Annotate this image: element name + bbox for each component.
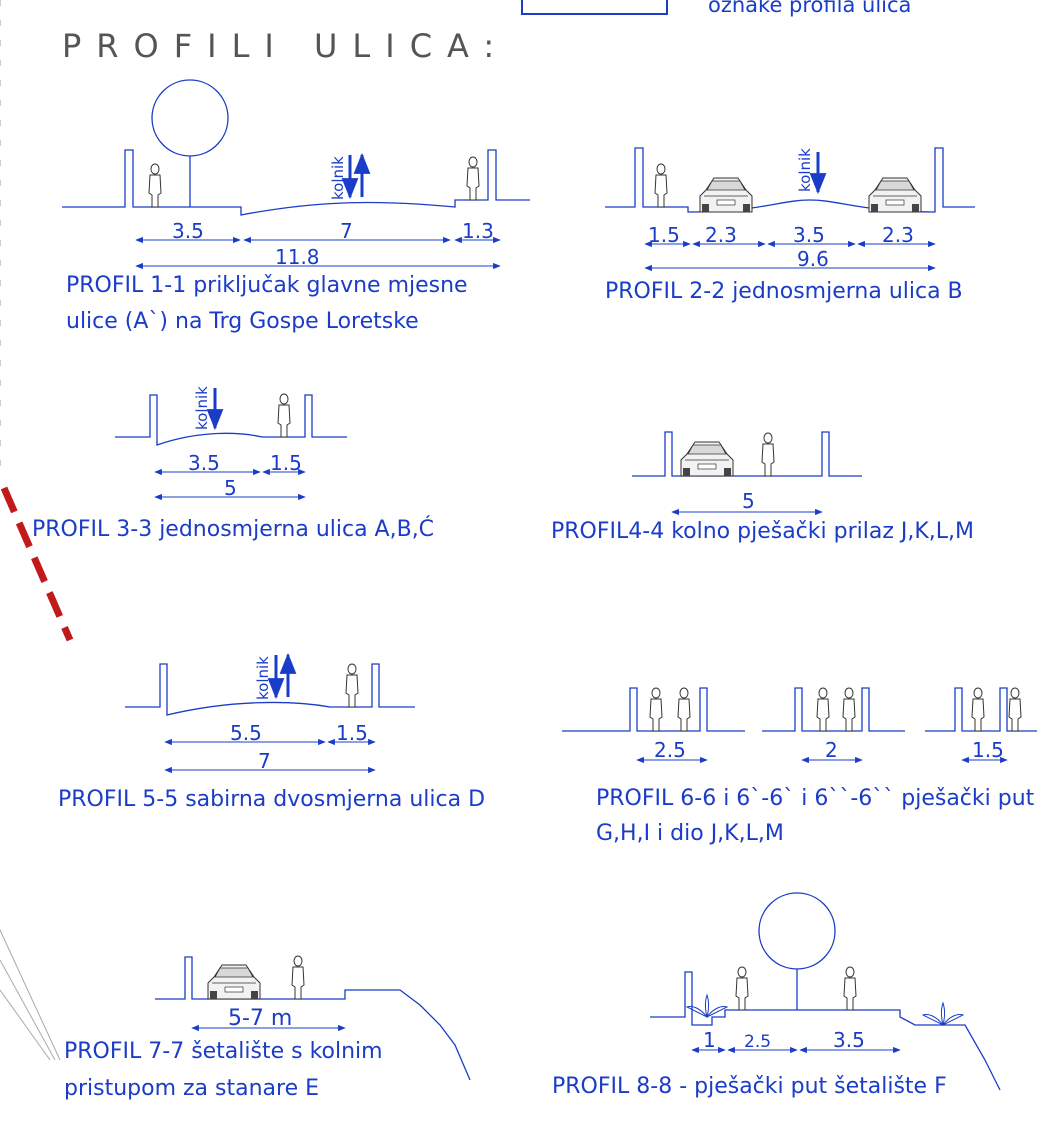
plant-icon: [686, 994, 728, 1018]
dim-label: 7: [258, 749, 271, 773]
dim-label: 1.3: [462, 219, 494, 243]
legend-label: oznake profila ulica: [708, 0, 911, 17]
profile-caption: pristupom za stanare E: [64, 1076, 319, 1101]
profile-caption: PROFIL 2-2 jednosmjerna ulica B: [605, 279, 963, 304]
legend-swatch: [521, 0, 668, 15]
pedestrian-icon: [654, 163, 668, 208]
dim-label: 2.3: [882, 223, 914, 247]
profile-7-7: 5-7 m PROFIL 7-7 šetalište s kolnim pris…: [64, 955, 471, 1101]
profile-caption: PROFIL 3-3 jednosmjerna ulica A,B,Ć: [32, 516, 434, 542]
profile-3-3: kolnik 3.5 1.5 5 PROFIL 3-3 jednosmjerna…: [32, 386, 434, 542]
pedestrian-icon: [842, 687, 856, 732]
pedestrian-icon: [291, 955, 305, 1000]
page-title: PROFILI ULICA:: [62, 27, 509, 65]
profile-caption: PROFIL4-4 kolno pješački prilaz J,K,L,M: [551, 519, 974, 544]
profile-3-3-dimensions: 3.5 1.5 5: [154, 451, 306, 501]
car-icon: [868, 177, 922, 213]
dim-label: 2: [825, 738, 838, 762]
profile-5-5: kolnik 5.5 1.5 7 PROFIL 5-5 sabirna dvos…: [58, 652, 485, 812]
kolnik-label: kolnik: [329, 156, 347, 200]
pedestrian-icon: [761, 432, 775, 477]
pedestrian-icon: [816, 687, 830, 732]
car-icon: [699, 177, 753, 213]
dim-label: 3.5: [793, 223, 825, 247]
profile-4-4-dimensions: 5: [671, 489, 823, 516]
plant-icon: [922, 1002, 964, 1026]
dim-label: 5.5: [230, 721, 262, 745]
pedestrian-icon: [649, 687, 663, 732]
two-way-arrows-icon: [267, 652, 297, 700]
dim-label: 9.6: [797, 247, 829, 271]
pedestrian-icon: [971, 687, 985, 732]
profile-6-6-dimensions: 2.5 2 1.5: [636, 738, 1008, 764]
profile-5-5-dimensions: 5.5 1.5 7: [164, 721, 376, 774]
pedestrian-icon: [466, 156, 480, 201]
profile-8-8-dimensions: 1 2.5 3.5: [691, 1028, 901, 1054]
profile-caption: ulice (A`) na Trg Gospe Loretske: [66, 309, 419, 334]
car-icon: [207, 964, 261, 1000]
car-icon: [680, 441, 734, 477]
profile-1-1: kolnik 3.5 7 1.3 11.8 PROFIL 1-1 priklju…: [62, 79, 530, 334]
profile-6-6: 2.5 2 1.5 PROFIL 6-6 i 6`-6` i 6``-6`` p…: [562, 687, 1037, 846]
profile-caption: G,H,I i dio J,K,L,M: [596, 821, 784, 846]
dim-label: 1.5: [648, 223, 680, 247]
two-way-arrows-icon: [341, 152, 371, 200]
profile-1-1-dimensions: 3.5 7 1.3 11.8: [135, 219, 501, 270]
dim-label: 5: [742, 489, 755, 513]
dim-label: 1.5: [270, 451, 302, 475]
dim-label: 3.5: [833, 1028, 865, 1052]
header: oznake profila ulica PROFILI ULICA:: [62, 0, 911, 65]
pedestrian-icon: [1008, 687, 1022, 732]
pedestrian-icon: [345, 663, 359, 708]
red-dashed-line: [0, 0, 74, 642]
dim-label: 1.5: [336, 721, 368, 745]
profile-caption: PROFIL 1-1 priključak glavne mjesne: [66, 273, 468, 298]
dim-label: 5-7 m: [228, 1006, 292, 1031]
pedestrian-icon: [677, 687, 691, 732]
profile-caption: PROFIL 7-7 šetalište s kolnim: [64, 1039, 383, 1064]
profile-4-4: 5 PROFIL4-4 kolno pješački prilaz J,K,L,…: [551, 431, 974, 544]
dim-label: 5: [224, 476, 237, 500]
profile-2-2-dimensions: 1.5 2.3 3.5 2.3 9.6: [644, 223, 936, 272]
dim-label: 2.5: [654, 738, 686, 762]
dim-label: 3.5: [188, 451, 220, 475]
profile-8-8: 1 2.5 3.5 PROFIL 8-8 - pješački put šeta…: [552, 892, 1001, 1099]
profile-caption: PROFIL 8-8 - pješački put šetalište F: [552, 1074, 947, 1099]
kolnik-label: kolnik: [796, 148, 814, 192]
dim-label: 1: [703, 1028, 716, 1052]
pedestrian-icon: [148, 163, 162, 208]
profile-caption: PROFIL 5-5 sabirna dvosmjerna ulica D: [58, 787, 485, 812]
profile-1-1-section: [62, 79, 530, 216]
dim-label: 11.8: [275, 245, 320, 269]
pedestrian-icon: [735, 966, 749, 1011]
profile-caption: PROFIL 6-6 i 6`-6` i 6``-6`` pješački pu…: [596, 786, 1035, 811]
dim-label: 7: [340, 219, 353, 243]
pedestrian-icon: [843, 966, 857, 1011]
dim-label: 3.5: [172, 219, 204, 243]
profile-7-7-dimensions: 5-7 m: [191, 1006, 346, 1032]
profile-2-2: kolnik 1.5 2.3 3.5 2.3 9.6 PROFIL 2-2 je…: [605, 147, 975, 304]
dim-label: 2.5: [744, 1032, 771, 1052]
kolnik-label: kolnik: [254, 656, 272, 700]
pedestrian-icon: [277, 393, 291, 438]
dim-label: 1.5: [972, 738, 1004, 762]
kolnik-label: kolnik: [193, 386, 211, 430]
dim-label: 2.3: [705, 223, 737, 247]
grey-fan-lines: [0, 929, 61, 1061]
